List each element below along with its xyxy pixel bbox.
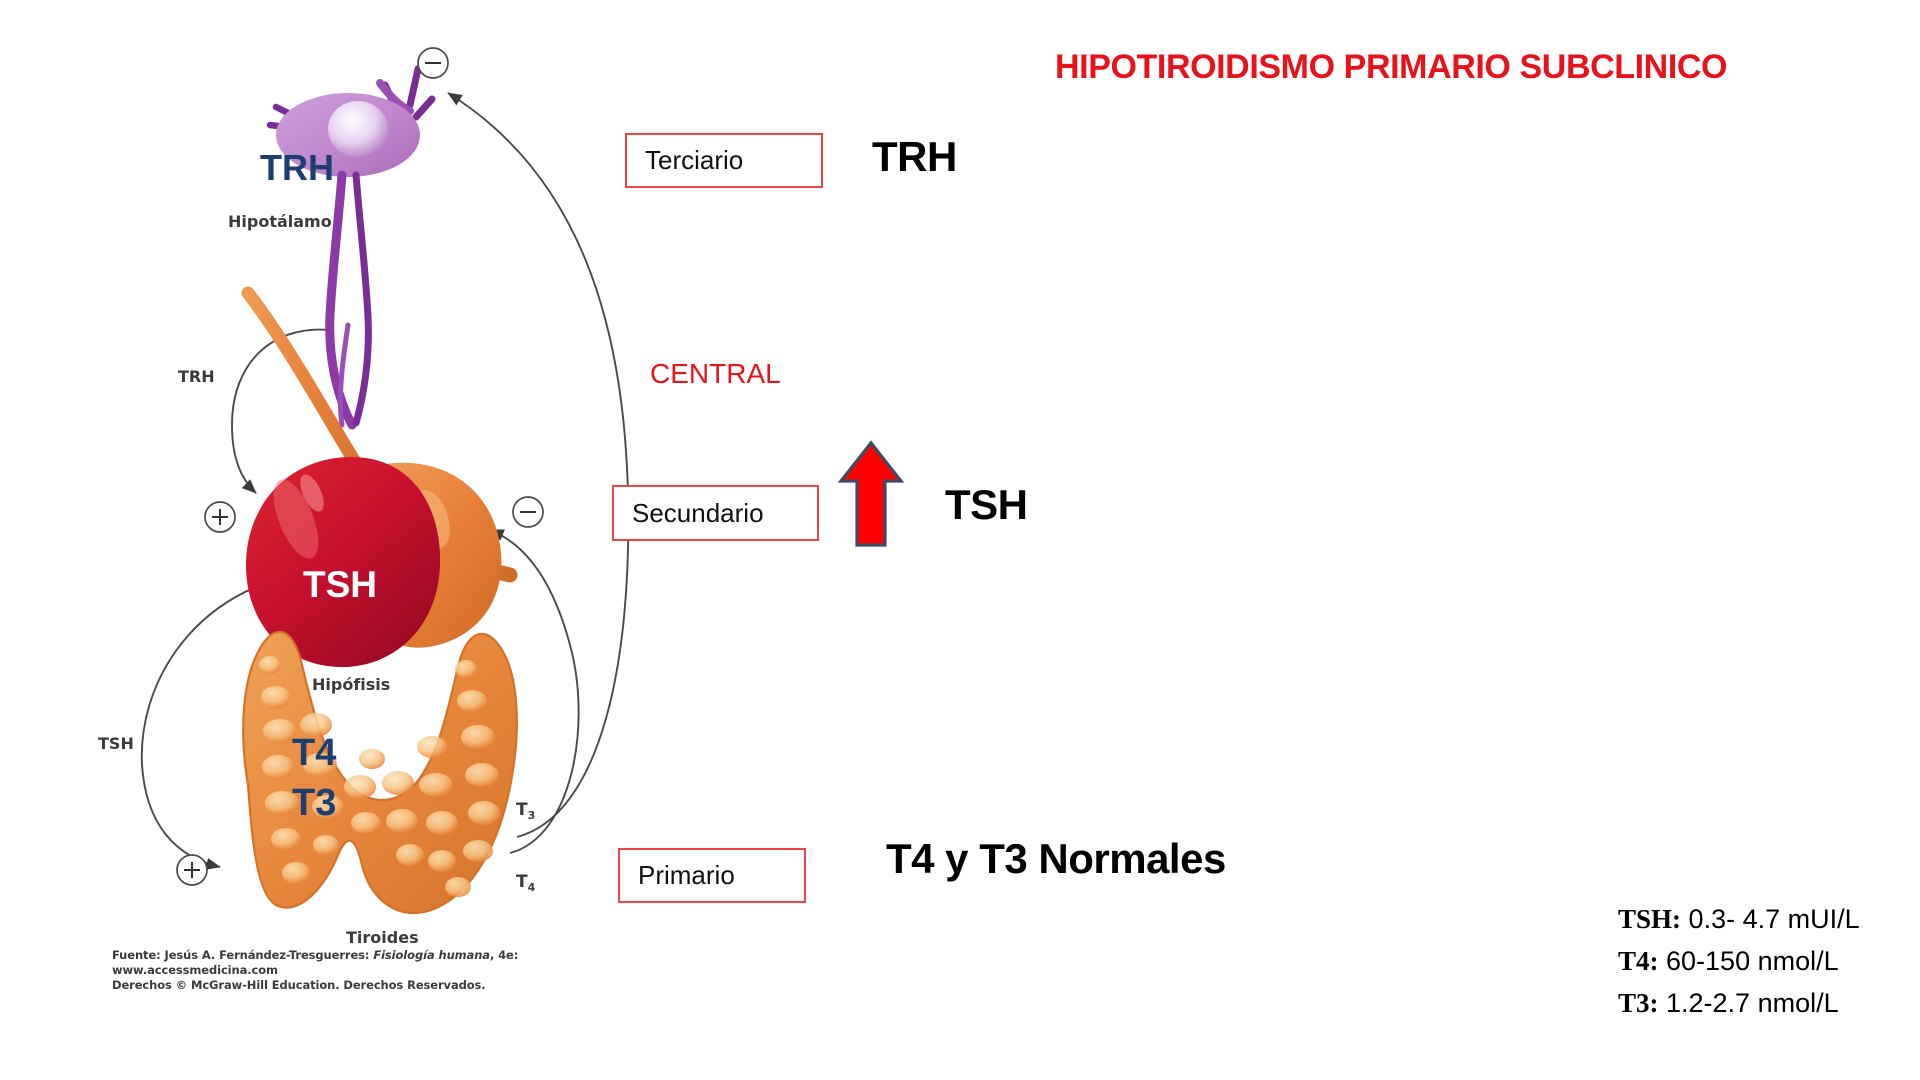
level-box-secundario[interactable]: Secundario — [612, 485, 819, 541]
pituitary-organ-label: Hipófisis — [312, 675, 390, 694]
central-group-label: CENTRAL — [650, 358, 781, 389]
source-line-1: Fuente: Jesús A. Fernández-Tresguerres: … — [112, 948, 518, 963]
result-label-trh: TRH — [872, 133, 957, 180]
lab-row-t3: T3: 1.2-2.7 nmol/L — [1618, 982, 1860, 1024]
hypothalamus-neuron: TRH Hipotálamo — [228, 65, 436, 430]
page-title: HIPOTIROIDISMO PRIMARIO SUBCLINICO — [1055, 48, 1728, 86]
result-label-t4-t3: T4 y T3 Normales — [886, 835, 1226, 882]
source-line-1-prefix: Fuente: Jesús A. Fernández-Tresguerres: — [112, 948, 374, 962]
lab-analyte-t4: T4: — [1618, 946, 1659, 976]
t3-gland-label: T3 — [292, 782, 336, 824]
result-label-tsh: TSH — [945, 481, 1028, 528]
source-attribution: Fuente: Jesús A. Fernández-Tresguerres: … — [112, 948, 518, 993]
source-line-3: Derechos © McGraw-Hill Education. Derech… — [112, 978, 486, 992]
trh-organ-hormone-label: TRH — [260, 147, 334, 188]
red-up-arrow-icon — [838, 440, 904, 547]
feedback-curve-to-pituitary — [489, 529, 580, 854]
minus-sign-hypothalamus-icon — [417, 47, 449, 79]
hpt-axis-diagram: TRH Hipotálamo TSH Hipófisis — [80, 25, 640, 965]
t4-gland-label: T4 — [292, 732, 336, 774]
level-box-primario[interactable]: Primario — [618, 848, 806, 903]
lab-analyte-tsh: TSH: — [1618, 904, 1682, 934]
lab-range-tsh: 0.3- 4.7 mUI/L — [1688, 904, 1860, 934]
thyroid-organ-label: Tiroides — [346, 928, 419, 947]
tsh-pathway-curve — [140, 579, 277, 870]
trh-pathway-curve — [231, 328, 331, 494]
plus-sign-pituitary-icon — [204, 501, 236, 533]
source-line-1-suffix: , 4e: — [489, 948, 519, 962]
lab-range-t4: 60-150 nmol/L — [1666, 946, 1839, 976]
minus-sign-pituitary-icon — [512, 496, 544, 528]
t3-feedback-label: T3 — [516, 800, 535, 822]
level-label-primario: Primario — [638, 860, 735, 890]
lab-row-t4: T4: 60-150 nmol/L — [1618, 940, 1860, 982]
level-label-secundario: Secundario — [632, 497, 764, 528]
lab-reference-values: TSH: 0.3- 4.7 mUI/L T4: 60-150 nmol/L T3… — [1618, 898, 1860, 1024]
thyroid-gland: T4 T3 Tiroides — [242, 630, 518, 947]
trh-pathway-label: TRH — [178, 367, 215, 386]
tsh-pathway-label: TSH — [98, 734, 134, 753]
level-label-terciario: Terciario — [645, 145, 744, 175]
lab-analyte-t3: T3: — [1618, 988, 1659, 1018]
pituitary-gland: TSH Hipófisis — [246, 456, 502, 694]
lab-range-t3: 1.2-2.7 nmol/L — [1666, 988, 1839, 1018]
tsh-organ-hormone-label: TSH — [303, 564, 377, 605]
level-box-terciario[interactable]: Terciario — [625, 133, 823, 188]
anatomy-illustration: TRH Hipotálamo TSH Hipófisis — [98, 47, 630, 947]
t4-feedback-label: T4 — [516, 872, 536, 894]
lab-row-tsh: TSH: 0.3- 4.7 mUI/L — [1618, 898, 1860, 940]
thyroid-follicles — [259, 656, 500, 897]
hypothalamus-organ-label: Hipotálamo — [228, 212, 332, 231]
plus-sign-thyroid-icon — [176, 854, 208, 886]
source-line-2: www.accessmedicina.com — [112, 963, 278, 977]
source-line-1-italic: Fisiología humana — [373, 948, 490, 962]
